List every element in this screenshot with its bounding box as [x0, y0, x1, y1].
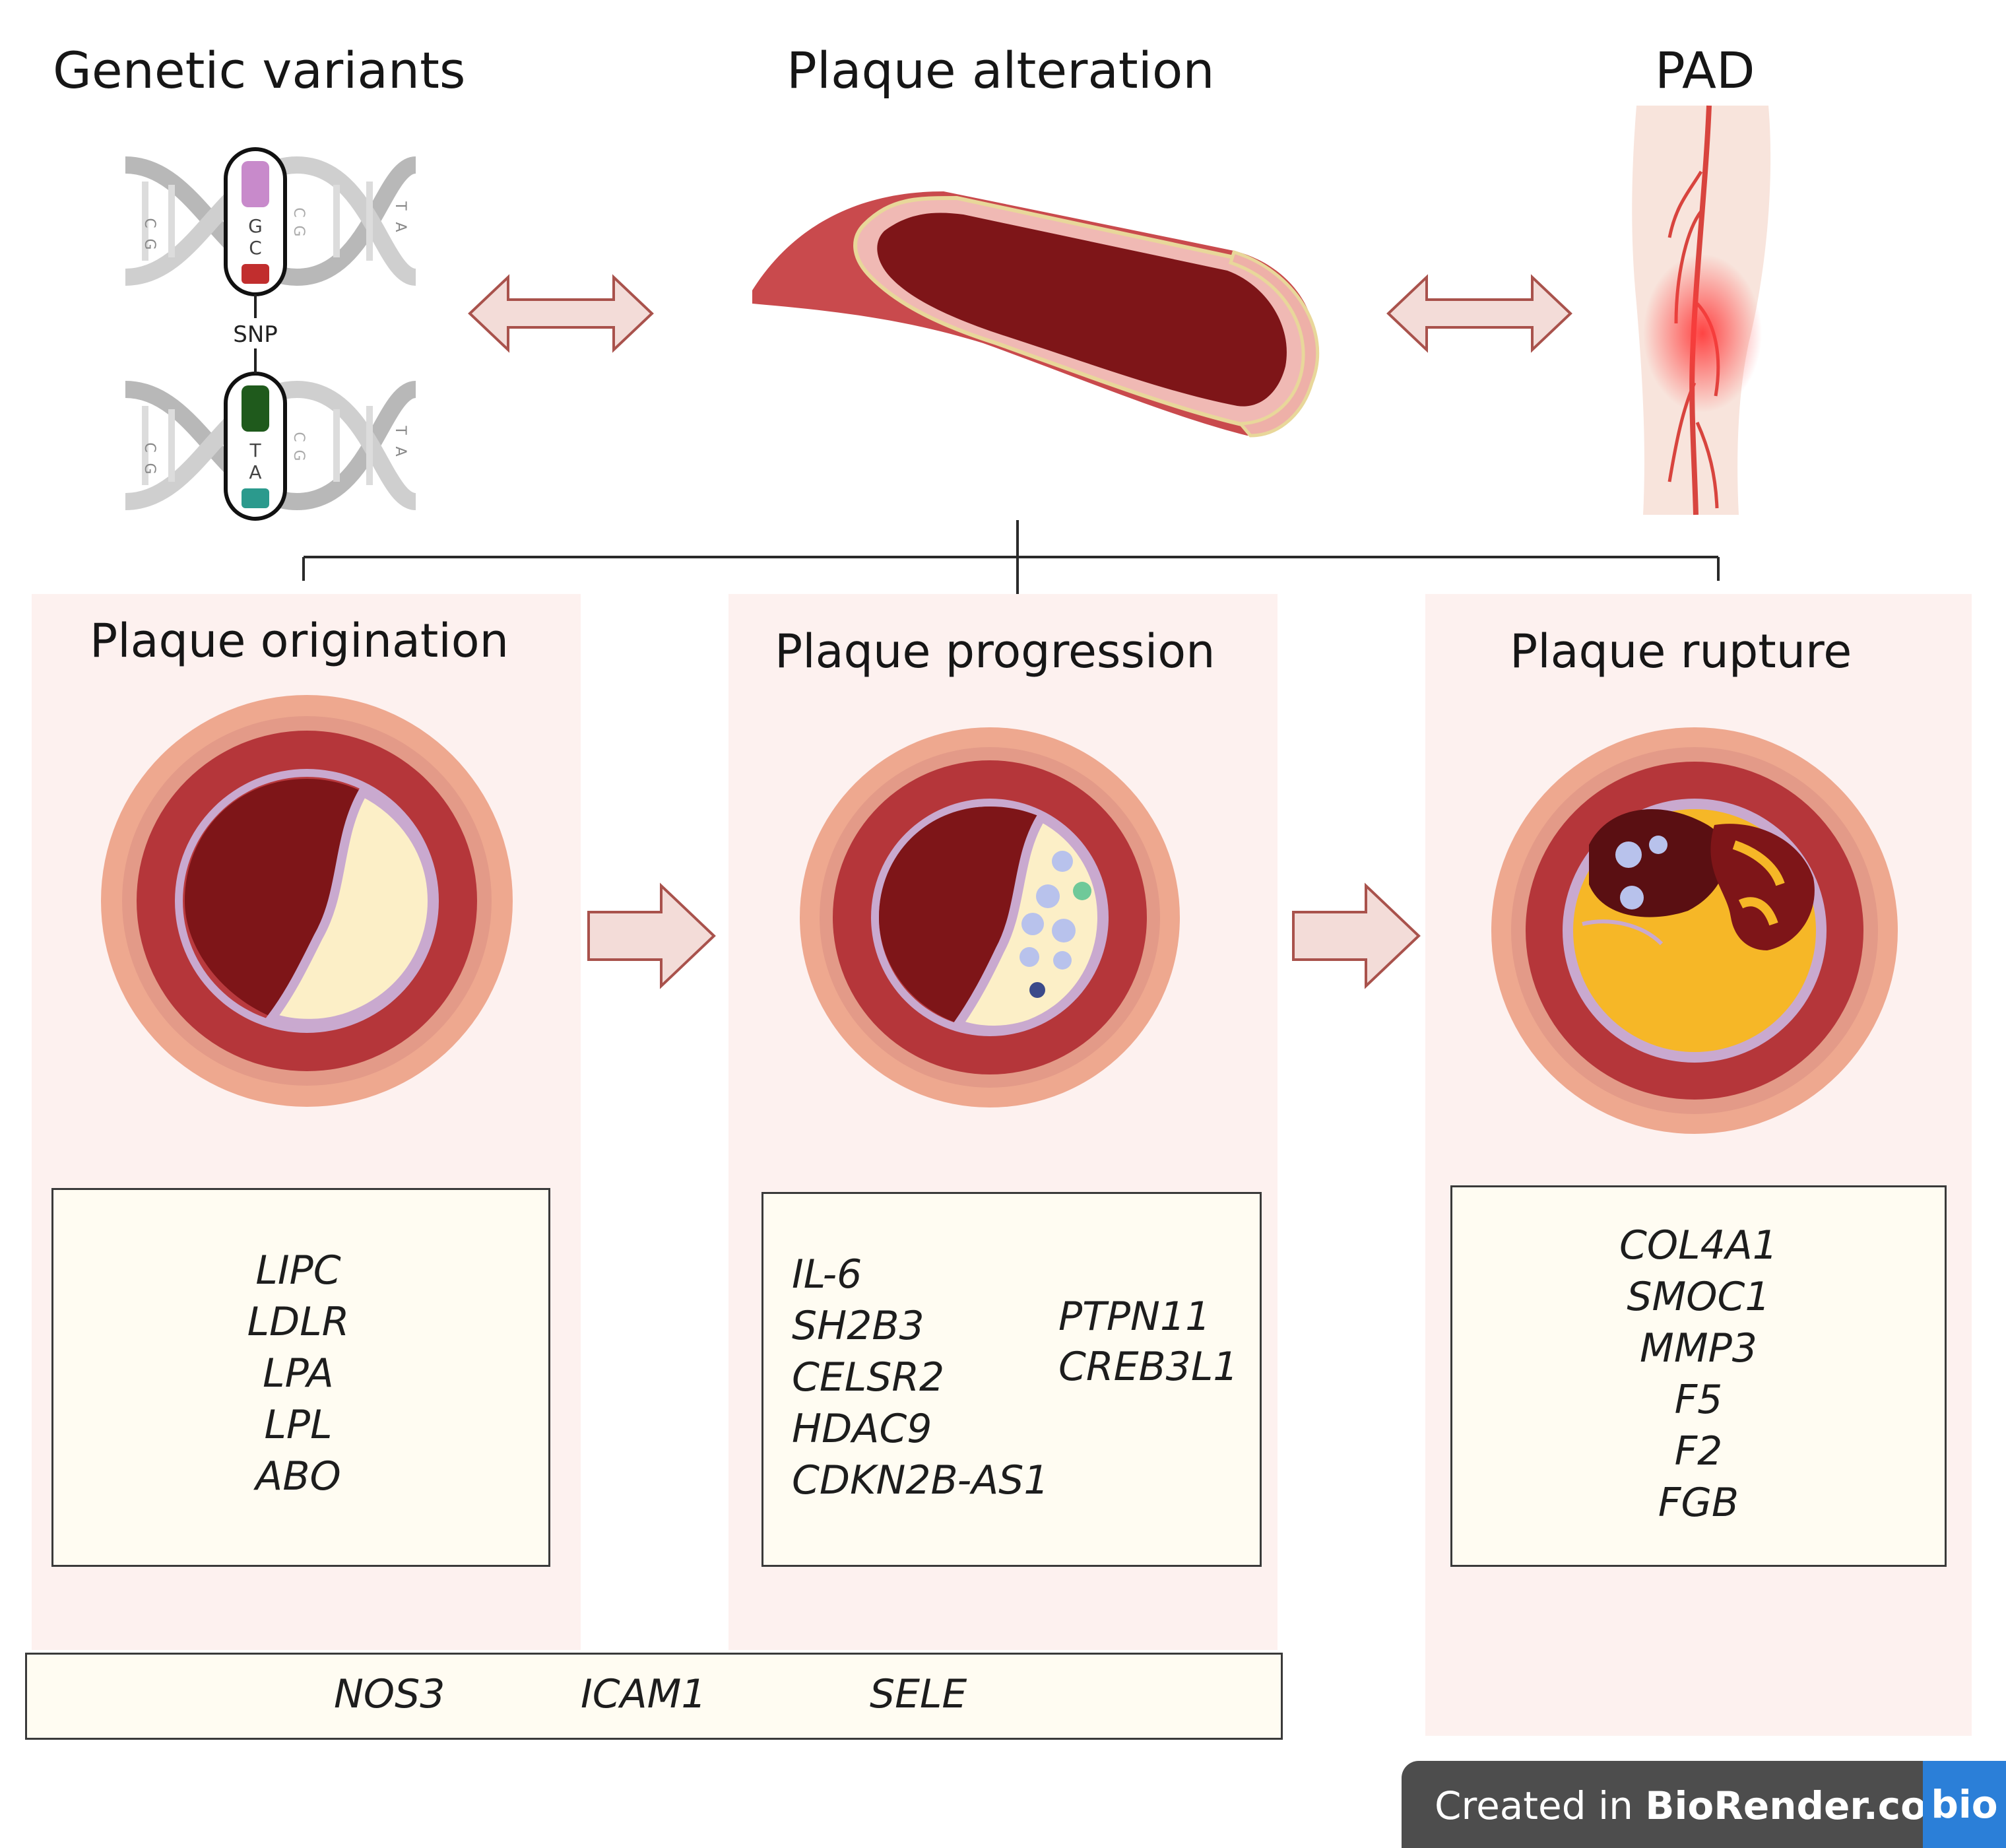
dna-top-right-2: A: [392, 222, 408, 232]
arrow-progression-to-rupture: [1292, 882, 1421, 989]
gene-nos3: NOS3: [334, 1671, 445, 1717]
gene-ptpn11: PTPN11: [1058, 1294, 1211, 1340]
badge-brand: BioRender.com: [1645, 1783, 1967, 1828]
biorender-badge[interactable]: Created in BioRender.com bio: [1402, 1761, 2006, 1848]
gene-sele: SELE: [870, 1671, 967, 1717]
gene-celsr2: CELSR2: [792, 1354, 945, 1401]
dna-bottom-right-2: A: [392, 446, 408, 456]
plaque-origination-title: Plaque origination: [90, 614, 509, 668]
vessel-cross-section-origination: [101, 695, 513, 1107]
dna-top-left-1: C: [141, 218, 158, 228]
biorender-logo-icon: bio: [1923, 1761, 2006, 1848]
plaque-alteration-title: Plaque alteration: [787, 41, 1215, 100]
leg-pad-illustration: [1632, 105, 1771, 515]
plaque-progression-title: Plaque progression: [775, 624, 1215, 678]
dna-bottom-left-1: C: [141, 442, 158, 452]
dna-top-left-2: G: [141, 238, 158, 249]
badge-prefix: Created in: [1435, 1783, 1646, 1828]
gene-creb3l1: CREB3L1: [1058, 1344, 1239, 1390]
gene-lpa: LPA: [263, 1350, 334, 1397]
dna-bottom-mid-1: C: [290, 432, 307, 442]
dna-helix-bottom: [125, 380, 418, 511]
dna-bottom-pair-2: A: [249, 461, 261, 483]
dna-top-pair-2: C: [249, 237, 262, 259]
dna-bottom-pair-1: T: [249, 440, 261, 461]
double-arrow-left: [468, 274, 654, 353]
biorender-badge-text: Created in BioRender.com: [1435, 1783, 1966, 1828]
gene-hdac9: HDAC9: [792, 1406, 932, 1452]
gene-cdkn2b-as1: CDKN2B-AS1: [792, 1457, 1049, 1503]
vessel-cross-section-progression: [800, 727, 1180, 1107]
gene-smoc1: SMOC1: [1627, 1274, 1770, 1320]
plaque-rupture-title: Plaque rupture: [1510, 624, 1852, 678]
gene-f2: F2: [1674, 1428, 1723, 1474]
gene-ldlr: LDLR: [247, 1299, 350, 1345]
arrow-origination-to-progression: [587, 882, 716, 989]
dna-snp-illustration: G C T A C G C G T A C G C G T A SNP: [125, 147, 418, 521]
dna-bottom-right-1: T: [392, 425, 408, 435]
gene-il6: IL-6: [792, 1251, 862, 1298]
pad-title: PAD: [1655, 41, 1755, 100]
gene-sh2b3: SH2B3: [792, 1303, 924, 1349]
dna-top-mid-1: C: [290, 207, 307, 217]
gene-box-rupture: [1450, 1185, 1947, 1567]
gene-lpl: LPL: [264, 1402, 333, 1448]
dna-top-right-1: T: [392, 201, 408, 211]
snp-label: SNP: [233, 321, 278, 348]
shared-gene-box: [25, 1653, 1283, 1740]
dna-top-pair-1: G: [248, 215, 263, 237]
gene-lipc: LIPC: [255, 1247, 341, 1294]
vessel-cross-section-rupture: [1491, 727, 1898, 1134]
double-arrow-right: [1386, 274, 1572, 353]
gene-abo: ABO: [255, 1453, 341, 1500]
gene-box-progression: [761, 1192, 1262, 1567]
gene-icam1: ICAM1: [581, 1671, 707, 1717]
gene-f5: F5: [1674, 1377, 1723, 1423]
gene-mmp3: MMP3: [1640, 1325, 1757, 1371]
gene-fgb: FGB: [1658, 1480, 1739, 1526]
dna-bottom-mid-2: G: [290, 449, 307, 461]
artery-segment-illustration: [752, 191, 1320, 438]
gene-col4a1: COL4A1: [1619, 1222, 1778, 1269]
dna-helix-top: [125, 156, 418, 286]
dna-bottom-left-2: G: [141, 463, 158, 474]
gene-box-origination: [51, 1188, 550, 1567]
dna-top-mid-2: G: [290, 225, 307, 236]
genetic-variants-title: Genetic variants: [53, 41, 466, 100]
